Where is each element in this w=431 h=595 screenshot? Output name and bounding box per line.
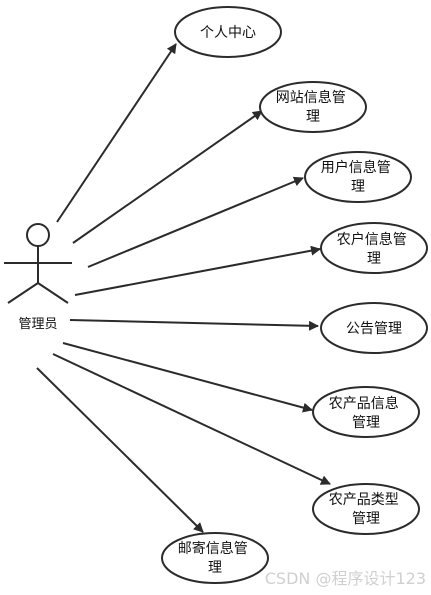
use-case-user-info: 用户信息管 理 (304, 151, 412, 203)
svg-text:农产品类型 管理: 农产品类型 管理 (329, 492, 403, 527)
use-case-label-line-2: 理 (208, 560, 222, 576)
use-case-personal-center: 个人中心 (174, 6, 282, 58)
use-case-website-info: 网站信息管 理 (259, 81, 367, 133)
svg-text:用户信息管 理: 用户信息管 理 (321, 159, 395, 195)
actor-label: 管理员 (18, 317, 57, 332)
use-case-label-line-2: 理 (351, 179, 365, 195)
use-case-ellipse (259, 81, 367, 133)
use-case-farmer-info: 农户信息管 理 (320, 222, 428, 274)
association-product-info (62, 342, 313, 413)
use-case-ellipse (320, 302, 428, 354)
svg-text:个人中心: 个人中心 (200, 25, 256, 41)
use-case-ellipse (320, 222, 428, 274)
use-case-label-line-2: 管理 (352, 415, 380, 431)
actor-left-leg (7, 282, 39, 304)
use-case-ellipse (174, 6, 282, 58)
association-farmer-info (74, 245, 321, 296)
svg-text:网站信息管 理: 网站信息管 理 (276, 89, 350, 125)
use-case-ellipse (304, 151, 412, 203)
actor-head (26, 223, 50, 247)
svg-text:农户信息管 理: 农户信息管 理 (337, 231, 411, 267)
use-case-mail-info: 邮寄信息管 理 (161, 532, 269, 584)
association-website-info (72, 110, 263, 244)
use-case-label: 个人中心 (200, 25, 256, 41)
association-announcement (69, 319, 319, 331)
association-product-type (52, 353, 331, 485)
use-case-label-line-1: 农产品信息 (329, 395, 399, 412)
association-personal-center (56, 43, 177, 223)
use-case-ellipse (161, 532, 269, 584)
svg-text:农产品信息 管理: 农产品信息 管理 (329, 395, 403, 431)
association-mail-info (36, 367, 204, 533)
use-case-ellipse (312, 483, 420, 535)
use-case-label-line-1: 用户信息管 (321, 159, 391, 176)
use-case-product-info: 农产品信息 管理 (312, 386, 420, 438)
use-case-label: 公告管理 (346, 321, 402, 337)
use-case-ellipse (312, 386, 420, 438)
use-case-label-line-1: 网站信息管 (276, 89, 346, 106)
actor-right-leg (37, 282, 69, 304)
use-case-product-type: 农产品类型 管理 (312, 483, 420, 535)
associations (36, 43, 331, 533)
use-case-label-line-2: 理 (367, 251, 381, 267)
use-case-label-line-1: 农户信息管 (337, 231, 407, 248)
watermark-text: CSDN @程序设计123 (265, 569, 426, 588)
use-case-label-line-1: 农产品类型 (329, 492, 399, 508)
actor-stick-figure (4, 223, 72, 304)
use-case-label-line-1: 邮寄信息管 (178, 540, 248, 557)
association-user-info (87, 176, 304, 268)
svg-text:邮寄信息管 理: 邮寄信息管 理 (178, 540, 252, 576)
use-case-label-line-2: 理 (306, 109, 320, 125)
svg-text:公告管理: 公告管理 (346, 321, 402, 337)
use-case-announcement: 公告管理 (320, 302, 428, 354)
use-case-label-line-2: 管理 (352, 511, 380, 527)
